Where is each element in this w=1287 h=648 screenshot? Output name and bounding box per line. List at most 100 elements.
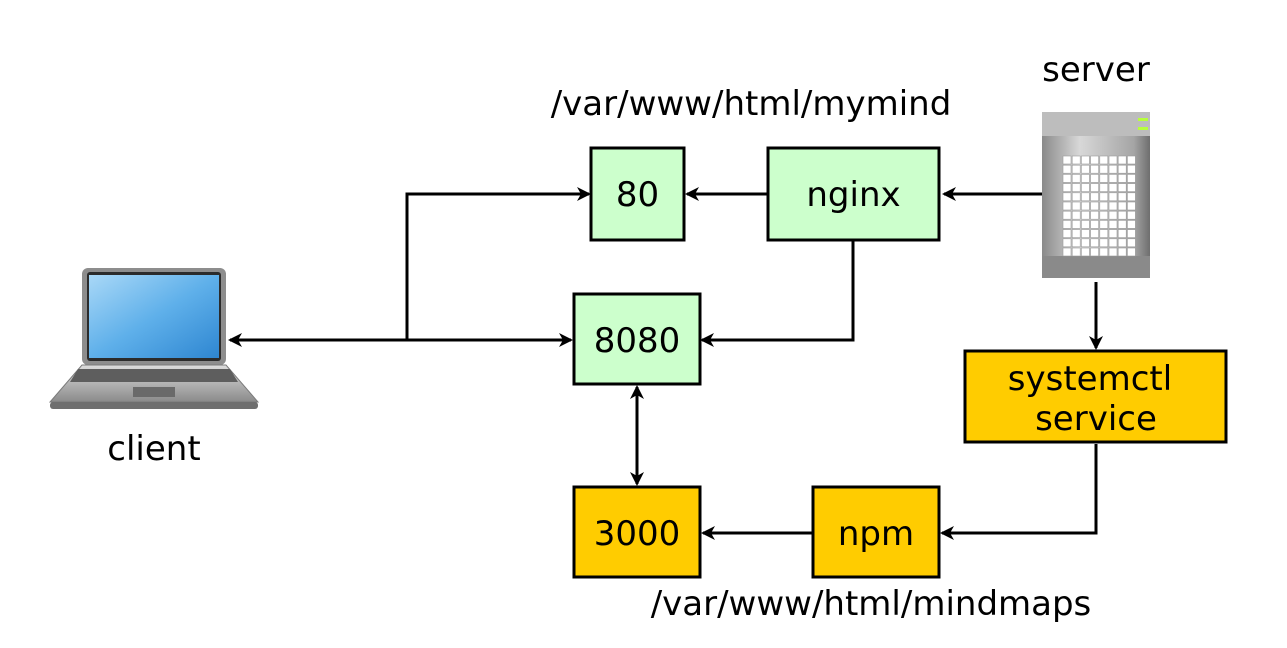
server-vent-cell [1090, 164, 1099, 174]
server-vent-cell [1062, 229, 1072, 238]
edge-systemctl-npm [940, 444, 1098, 540]
server-vent-cell [1062, 220, 1072, 229]
server-vent-cell [1090, 155, 1099, 165]
server-vent-cell [1127, 229, 1136, 238]
server-vent-cell [1127, 164, 1136, 174]
server-vent-cell [1090, 201, 1099, 211]
server-vent-cell [1108, 155, 1118, 165]
server-vent-cell [1108, 201, 1118, 211]
server-vent-cell [1117, 155, 1127, 165]
server-vent-cell [1117, 238, 1127, 248]
server-vent-cell [1062, 192, 1072, 202]
server-vent-cell [1127, 220, 1136, 229]
server-vent-cell [1108, 238, 1118, 248]
server-vent-cell [1062, 164, 1072, 174]
node-nginx-label: nginx [806, 175, 900, 215]
server-vent-cell [1099, 155, 1109, 165]
server-vent-cell [1099, 201, 1109, 211]
server-vent-grid [1062, 155, 1136, 257]
server-vent-cell [1081, 220, 1090, 229]
server-vent-cell [1117, 247, 1127, 257]
node-nginx: nginx [766, 146, 941, 242]
server-vent-cell [1127, 183, 1136, 192]
server-vent-cell [1099, 238, 1109, 248]
server-vent-cell [1062, 201, 1072, 211]
server-vent-cell [1071, 220, 1081, 229]
server-vent-cell [1071, 247, 1081, 257]
server-vent-cell [1127, 155, 1136, 165]
node-npm-label: npm [838, 514, 914, 554]
server-vent-cell [1108, 229, 1118, 238]
node-port-80-label: 80 [616, 175, 659, 215]
server-vent-cell [1099, 247, 1109, 257]
server-vent-cell [1117, 201, 1127, 211]
server-vent-cell [1071, 155, 1081, 165]
edge-junction-80 [405, 187, 591, 340]
server-vent-cell [1108, 210, 1118, 220]
server-vent-cell [1081, 247, 1090, 257]
server-vent-cell [1127, 247, 1136, 257]
server-vent-cell [1090, 174, 1099, 183]
server-vent-cell [1062, 155, 1072, 165]
edge-nginx-8080 [700, 241, 855, 347]
node-port-3000-label: 3000 [594, 514, 681, 554]
server-vent-cell [1071, 192, 1081, 202]
server-vent-cell [1099, 192, 1109, 202]
server-vent-cell [1117, 210, 1127, 220]
server-vent-cell [1062, 183, 1072, 192]
server-vent-cell [1081, 164, 1090, 174]
server-vent-cell [1117, 174, 1127, 183]
server-vent-cell [1099, 229, 1109, 238]
server-vent-cell [1099, 210, 1109, 220]
server-vent-cell [1071, 238, 1081, 248]
server-vent-cell [1127, 201, 1136, 211]
server-vent-cell [1071, 210, 1081, 220]
server-vent-cell [1090, 210, 1099, 220]
server-vent-cell [1127, 238, 1136, 248]
server-vent-cell [1081, 192, 1090, 202]
server-vent-cell [1081, 174, 1090, 183]
server-vent-cell [1090, 238, 1099, 248]
server-vent-cell [1071, 201, 1081, 211]
server-vent-cell [1099, 220, 1109, 229]
server-vent-cell [1127, 174, 1136, 183]
node-port-8080-label: 8080 [594, 321, 681, 361]
server-vent-cell [1117, 183, 1127, 192]
server-tower-icon [1042, 112, 1150, 278]
server-vent-cell [1117, 164, 1127, 174]
server-vent-cell [1099, 174, 1109, 183]
server-vent-cell [1117, 229, 1127, 238]
node-port-8080: 8080 [572, 292, 702, 386]
node-systemctl-line2: service [1035, 399, 1157, 439]
server-vent-cell [1108, 164, 1118, 174]
server-vent-cell [1062, 238, 1072, 248]
server-vent-cell [1127, 192, 1136, 202]
server-vent-cell [1090, 220, 1099, 229]
server-vent-cell [1108, 247, 1118, 257]
client-label: client [107, 429, 200, 469]
server-vent-cell [1099, 183, 1109, 192]
server-vent-cell [1117, 192, 1127, 202]
server-vent-cell [1062, 174, 1072, 183]
server-vent-cell [1081, 229, 1090, 238]
server-vent-cell [1081, 155, 1090, 165]
node-systemctl-line1: systemctl [1008, 359, 1172, 399]
server-vent-cell [1081, 183, 1090, 192]
server-vent-cell [1090, 183, 1099, 192]
server-vent-cell [1071, 183, 1081, 192]
server-vent-cell [1108, 183, 1118, 192]
server-vent-cell [1081, 201, 1090, 211]
server-vent-cell [1071, 164, 1081, 174]
server-vent-cell [1108, 220, 1118, 229]
server-vent-cell [1090, 247, 1099, 257]
server-vent-cell [1081, 238, 1090, 248]
server-vent-cell [1062, 210, 1072, 220]
server-vent-cell [1127, 210, 1136, 220]
server-vent-cell [1062, 247, 1072, 257]
server-vent-cell [1108, 174, 1118, 183]
node-port-80: 80 [589, 146, 686, 242]
laptop-icon [48, 268, 260, 409]
node-systemctl-service: systemctl service [963, 349, 1228, 444]
server-vent-cell [1090, 192, 1099, 202]
